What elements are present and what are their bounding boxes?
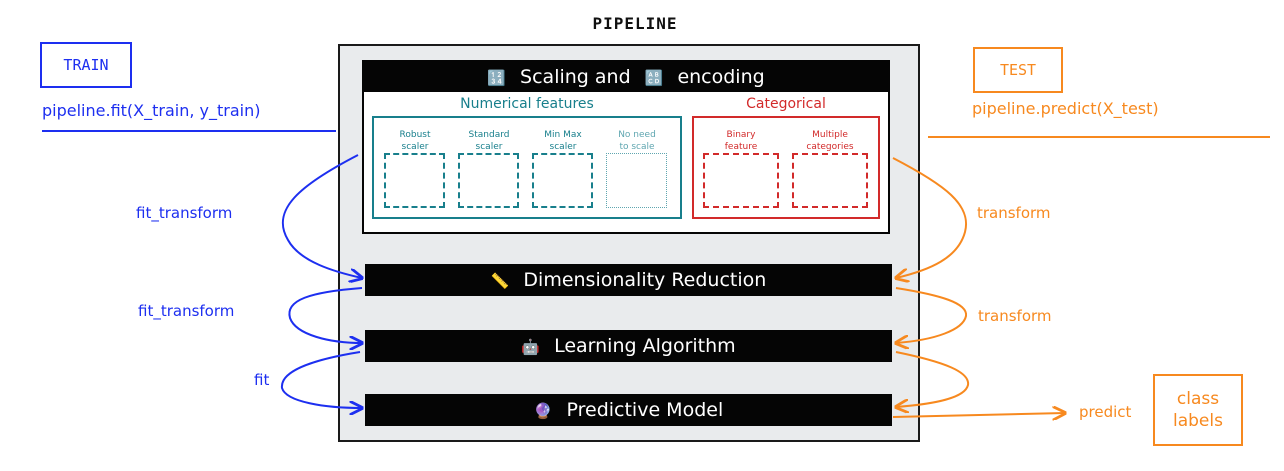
test-arrow-3: [896, 351, 970, 407]
test-arrow-2: [896, 287, 968, 343]
no-scale-label: No need to scale: [604, 129, 670, 153]
multiple-categories-line2: categories: [806, 142, 854, 152]
standard-scaler-line1: Standard: [468, 130, 510, 140]
no-scale-slot: [606, 153, 667, 208]
robust-scaler-line2: scaler: [401, 142, 429, 152]
scaling-step: 🔢 Scaling and 🔠 encoding: [362, 60, 890, 234]
robot-icon: 🤖: [521, 338, 541, 356]
numbers-icon: 🔢: [487, 69, 506, 87]
dimensionality-reduction-label: Dimensionality Reduction: [523, 269, 767, 291]
scaling-step-label-pre: Scaling and: [520, 66, 631, 88]
binary-feature-slot: [703, 153, 779, 208]
train-label: TRAIN: [63, 56, 109, 74]
class-labels-line2: labels: [1173, 411, 1223, 431]
dimensionality-reduction-step: 📏 Dimensionality Reduction: [365, 264, 892, 296]
test-label: TEST: [999, 61, 1037, 79]
predictive-model-step: 🔮 Predictive Model: [365, 394, 892, 426]
train-arrow-3: [280, 351, 362, 408]
robust-scaler-label: Robust scaler: [383, 129, 447, 153]
train-arrow-2: [288, 287, 362, 343]
class-labels-line1: class: [1176, 389, 1220, 409]
no-scale-line1: No need: [618, 130, 656, 140]
train-edge-label-1: fit_transform: [134, 204, 235, 222]
binary-feature-line1: Binary: [726, 130, 756, 140]
test-arrow-1: [892, 157, 968, 278]
predict-arrow: [892, 413, 1065, 417]
train-edge-label-2: fit_transform: [136, 302, 237, 320]
minmax-scaler-line2: scaler: [549, 142, 577, 152]
minmax-scaler-line1: Min Max: [544, 130, 582, 140]
test-box: TEST: [973, 47, 1063, 93]
test-edge-label-1: transform: [975, 204, 1053, 222]
robust-scaler-line1: Robust: [399, 130, 431, 140]
test-code: pipeline.predict(X_test): [972, 99, 1159, 118]
train-arrow-1: [281, 154, 362, 278]
test-edge-label-2: transform: [976, 307, 1054, 325]
predict-edge-label: predict: [1077, 403, 1134, 421]
letters-icon: 🔠: [644, 69, 664, 87]
class-labels-box: class labels: [1153, 374, 1243, 446]
multiple-categories-slot: [792, 153, 868, 208]
train-edge-label-3: fit: [252, 371, 272, 389]
binary-feature-label: Binary feature: [703, 129, 779, 153]
scaling-step-header: 🔢 Scaling and 🔠 encoding: [364, 62, 888, 92]
minmax-scaler-label: Min Max scaler: [531, 129, 595, 153]
robust-scaler-slot: [384, 153, 445, 208]
predictive-model-label: Predictive Model: [566, 399, 724, 421]
crystal-ball-icon: 🔮: [533, 402, 553, 420]
train-code: pipeline.fit(X_train, y_train): [42, 101, 261, 120]
scaling-step-label-post: encoding: [677, 66, 765, 88]
multiple-categories-line1: Multiple: [812, 130, 848, 140]
binary-feature-line2: feature: [724, 142, 758, 152]
minmax-scaler-slot: [532, 153, 593, 208]
learning-algorithm-step: 🤖 Learning Algorithm: [365, 330, 892, 362]
standard-scaler-line2: scaler: [475, 142, 503, 152]
categorical-group-title: Categorical: [746, 96, 826, 112]
learning-algorithm-label: Learning Algorithm: [554, 335, 736, 357]
no-scale-line2: to scale: [619, 142, 655, 152]
standard-scaler-slot: [458, 153, 519, 208]
numerical-group-title: Numerical features: [460, 96, 594, 112]
multiple-categories-label: Multiple categories: [792, 129, 868, 153]
train-box: TRAIN: [40, 42, 132, 88]
ruler-icon: 📏: [490, 272, 510, 290]
standard-scaler-label: Standard scaler: [457, 129, 521, 153]
diagram-title: PIPELINE: [592, 14, 678, 33]
categorical-group: [692, 116, 880, 219]
numerical-group: [372, 116, 682, 219]
